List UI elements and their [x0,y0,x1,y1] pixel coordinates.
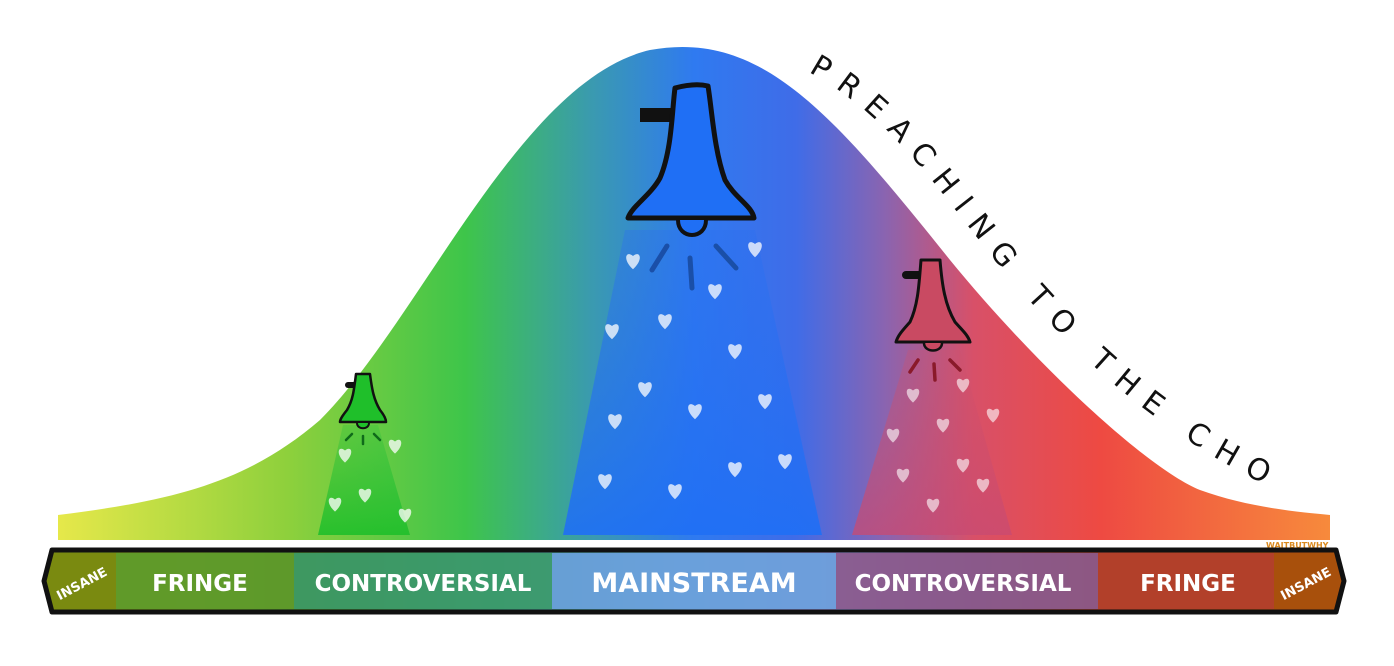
segment-bg-mainstream [552,553,836,609]
segment-bg-controversial-right [836,553,1098,609]
watermark: WAITBUTWHY [1266,541,1329,550]
segment-bg-fringe-left [116,553,294,609]
segment-label-fringe-right: FRINGE [1140,571,1236,597]
segment-bg-insane-left [50,553,116,609]
spectrum-bar: INSANE FRINGE CONTROVERSIAL MAINSTREAM C… [41,547,1347,615]
segment-label-controversial-right: CONTROVERSIAL [855,571,1072,597]
segment-bg-controversial-left [294,553,552,609]
segment-label-fringe-left: FRINGE [152,571,248,597]
green-bell-icon [338,372,388,446]
red-beam [852,350,1012,535]
segment-bg-fringe-right [1098,553,1274,609]
blue-bell-icon [625,82,757,291]
blue-beam [563,230,822,535]
segment-bg-insane-right [1274,553,1338,609]
segment-label-mainstream: MAINSTREAM [591,568,796,599]
segment-label-controversial-left: CONTROVERSIAL [315,571,532,597]
red-bell-icon [894,258,972,382]
